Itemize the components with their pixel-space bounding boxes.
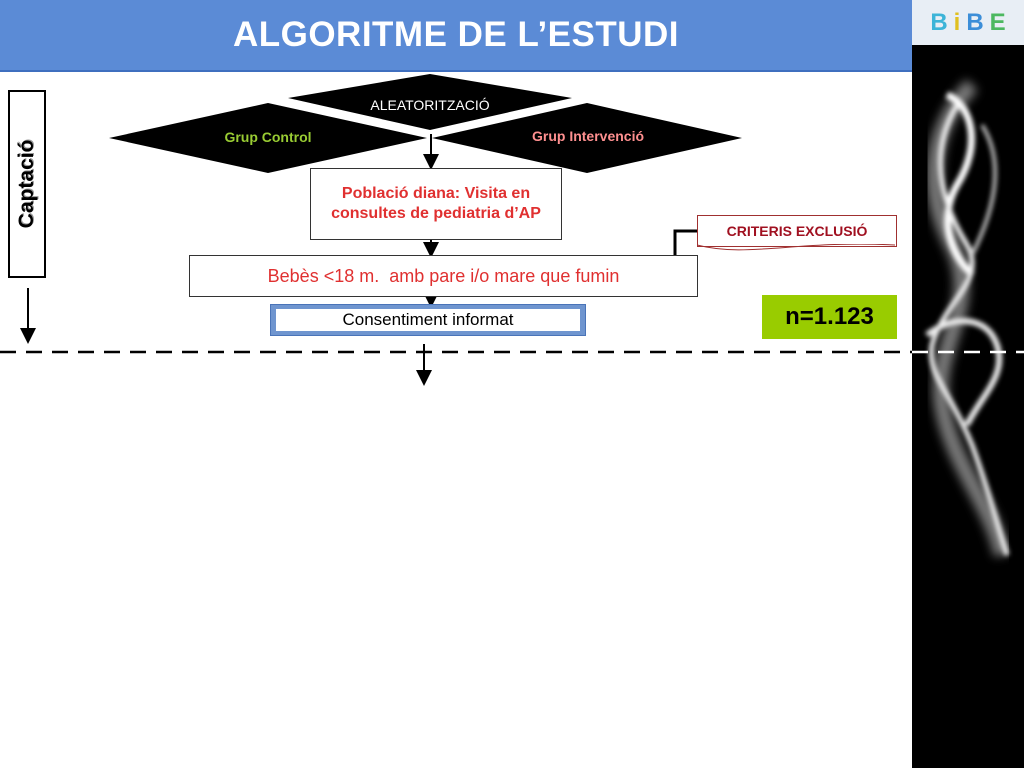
exclusion-criteria-text: CRITERIS EXCLUSIÓ: [726, 223, 868, 239]
phase-separator-continued: [912, 350, 1024, 354]
target-population-box: Població diana: Visita en consultes de p…: [310, 168, 562, 240]
smoke-image-panel: [912, 45, 1024, 768]
consent-label: Consentiment informat: [276, 309, 580, 331]
inclusion-criteria-text: Bebès <18 m. amb pare i/o mare que fumin: [267, 265, 620, 286]
sample-size-text: n=1.123: [785, 303, 874, 330]
exclusion-wave-edge: [697, 244, 896, 251]
sample-size-badge: n=1.123: [762, 295, 897, 339]
flow-connectors: [0, 74, 912, 386]
control-group-label: Grup Control: [224, 129, 312, 145]
target-population-text: Població diana: Visita en consultes de p…: [331, 185, 541, 222]
randomization-label: ALEATORITZACIÓ: [370, 97, 490, 113]
randomization-diamond: [288, 74, 572, 130]
exclusion-criteria-box: CRITERIS EXCLUSIÓ: [697, 215, 897, 247]
smoke-image: [925, 79, 1010, 557]
title-bar: ALGORITME DE L’ESTUDI: [0, 0, 912, 72]
page-title: ALGORITME DE L’ESTUDI: [232, 15, 680, 54]
logo-letter-4: E: [989, 8, 1006, 36]
bibe-logo: B i B E: [912, 0, 1024, 45]
logo-letter-3: B: [966, 8, 984, 36]
logo-letter-2: i: [953, 8, 961, 36]
control-group-diamond: [109, 103, 427, 173]
intervention-group-diamond: [432, 103, 742, 173]
consent-box: Consentiment informat: [270, 304, 586, 336]
exclusion-connector: [673, 229, 697, 258]
phase-label-box: Captació: [8, 90, 46, 278]
inclusion-criteria-box: Bebès <18 m. amb pare i/o mare que fumin: [189, 255, 698, 297]
intervention-group-label: Grup Intervenció: [531, 128, 645, 144]
logo-letter-1: B: [930, 8, 948, 36]
